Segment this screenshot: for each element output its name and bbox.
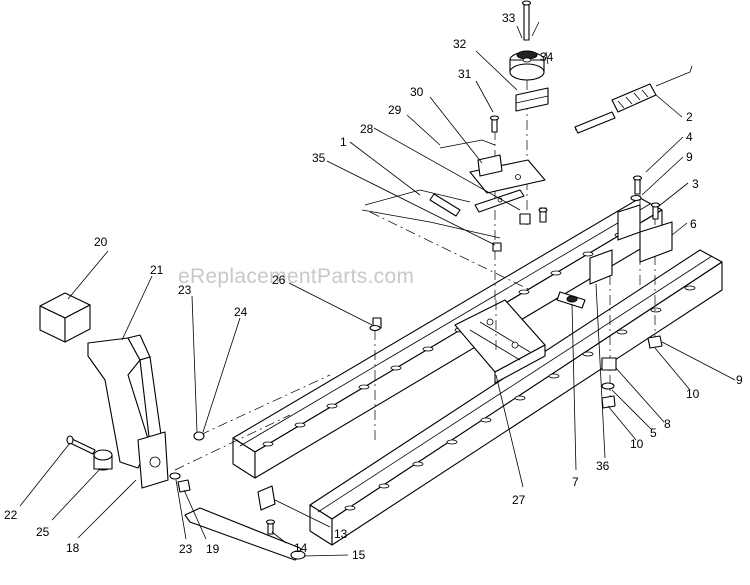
bolt-31 [489,115,500,133]
callout-9-upper: 9 [686,150,693,164]
callout-35: 35 [312,151,326,165]
bracket-32 [515,87,549,112]
callout-25: 25 [36,525,50,539]
callout-8: 8 [664,417,671,431]
callout-24: 24 [234,305,248,319]
watermark: eReplacementParts.com [178,265,414,288]
callout-18: 18 [66,541,80,555]
pedal-pad-20 [39,292,91,343]
rod-1 [364,189,471,217]
bolt-22 [66,435,96,455]
callout-30: 30 [410,85,424,99]
callout-10-upper: 10 [686,387,700,401]
part-8 [601,357,617,371]
callout-15: 15 [352,548,366,562]
callout-20: 20 [94,235,108,249]
callout-26: 26 [272,273,286,287]
callout-14: 14 [294,541,308,555]
callout-19: 19 [206,542,220,556]
callout-13: 13 [334,527,348,541]
callout-36: 36 [596,459,610,473]
bracket-6 [617,204,673,263]
washer-9-upper [630,194,642,202]
callout-28: 28 [360,122,374,136]
callout-7: 7 [572,475,579,489]
callout-5: 5 [650,426,657,440]
center-cross-bracket [454,299,546,384]
callout-23-upper: 23 [178,283,192,297]
bolt-3 [650,202,661,220]
callout-2: 2 [686,110,693,124]
callout-34: 34 [540,50,554,64]
washer-5 [601,382,615,390]
callout-1: 1 [340,135,347,149]
callout-33: 33 [502,11,516,25]
shaft-7 [556,291,586,309]
callout-22: 22 [4,508,18,522]
leader-lines [19,21,736,557]
bracket-13 [257,485,276,511]
rod-29 [439,139,496,149]
pulley-33 [509,50,545,81]
plate-30 [469,154,546,194]
linkage-28 [474,189,525,213]
pedal-bracket-18 [137,431,169,489]
callout-32: 32 [453,37,467,51]
spacer-36-bracket [589,249,613,285]
washer-26 [369,324,381,332]
link-rod-15 [184,507,306,561]
callout-31: 31 [458,67,472,81]
callout-23-lower: 23 [179,542,193,556]
callout-27: 27 [512,493,526,507]
callout-6: 6 [690,217,697,231]
callout-4: 4 [686,130,693,144]
callout-3: 3 [692,177,699,191]
rod-35 [361,209,501,239]
cable-spring-2 [574,65,693,134]
nut-9-lower [647,335,663,349]
callout-21: 21 [150,263,164,277]
bolt-4 [632,175,643,195]
bushing-25 [93,449,113,471]
washer-23-lower [169,472,181,480]
callout-29: 29 [388,103,402,117]
callout-labels: 33 34 32 31 2 30 29 4 28 1 9 35 3 6 20 2… [4,11,743,562]
bolt-14 [265,519,276,535]
callout-10-lower: 10 [630,437,644,451]
clip-24 [193,431,205,441]
bolt-34 [521,0,532,41]
nut-10-lower [601,395,616,409]
lower-frame-rail [309,249,723,546]
callout-9-lower: 9 [736,373,743,387]
nut-19 [177,479,191,493]
